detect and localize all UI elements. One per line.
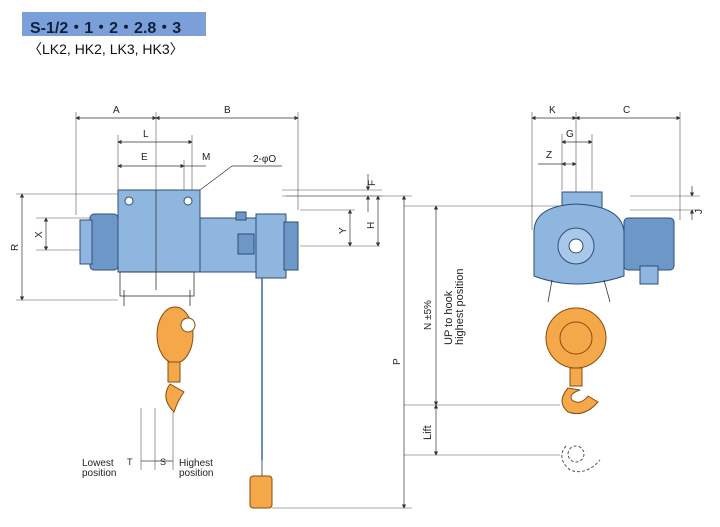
motor-housing (255, 213, 287, 279)
model-title: S-1/2・1・2・2.8・3 (30, 20, 182, 37)
dim-f-label: F (367, 180, 378, 186)
dim-j-label: J (694, 209, 705, 214)
hook-shank (167, 361, 181, 383)
dim-y-label: Y (338, 227, 349, 234)
end-plate (79, 219, 93, 265)
dim-t-label: T (127, 457, 133, 467)
dim-x-label: X (34, 231, 45, 238)
dim-l-label: L (143, 129, 149, 140)
end-hook-block (545, 307, 607, 369)
end-hook (561, 387, 599, 415)
lug (235, 211, 247, 221)
dim-h-label: H (366, 222, 377, 229)
dim-p-label: P (392, 358, 403, 365)
gear-box (237, 233, 255, 255)
motor-foot (639, 265, 659, 285)
motor-cover (283, 221, 299, 271)
highest-position-label: highest position (454, 269, 466, 345)
hook-block (156, 306, 194, 364)
dim-m-label: M (202, 152, 210, 163)
hook (165, 383, 185, 413)
highest-label-1: Highest (179, 458, 213, 469)
end-view: K C G Z J (531, 105, 705, 473)
dim-k-label: K (549, 105, 556, 116)
lowest-label-2: position (82, 468, 116, 479)
pendant-switch (249, 475, 273, 509)
lowest-label-1: Lowest (82, 458, 114, 469)
highest-label-2: position (179, 468, 213, 479)
up-to-hook-label: UP to hook (443, 290, 455, 345)
side-view: A B L E M 2-φO F H Y R X (10, 105, 560, 509)
title-bar (22, 12, 206, 36)
lift-label: Lift (422, 425, 434, 440)
dim-hole-label: 2-φO (253, 154, 276, 165)
end-hook-shank (569, 367, 583, 387)
dim-e-label: E (141, 152, 148, 163)
end-cap (89, 213, 119, 271)
dim-g-label: G (566, 129, 574, 140)
dim-a-label: A (113, 105, 120, 116)
dim-b-label: B (224, 105, 231, 116)
end-motor (623, 217, 675, 271)
dim-r-label: R (10, 244, 21, 251)
dim-c-label: C (623, 105, 630, 116)
dim-n-label: N ±5% (423, 300, 434, 330)
model-variants: 〈LK2, HK2, LK3, HK3〉 (28, 41, 184, 57)
dim-s-label: S (160, 457, 166, 467)
dim-z-label: Z (546, 150, 552, 161)
